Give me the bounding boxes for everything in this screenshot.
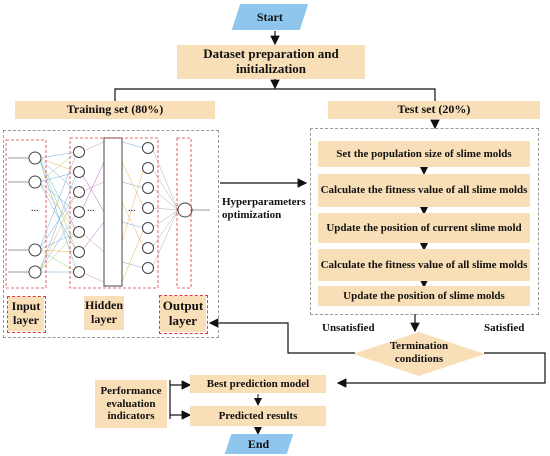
satisfied-label: Satisfied bbox=[484, 322, 525, 334]
arrow-satisfied bbox=[336, 352, 546, 388]
termination-diamond bbox=[353, 332, 485, 376]
step-1: Set the population size of slime molds bbox=[318, 141, 530, 167]
nn-ellipsis-hidden1: ... bbox=[87, 203, 95, 214]
neural-network-panel bbox=[3, 130, 219, 338]
test-set-box: Test set (20%) bbox=[328, 101, 540, 119]
termination-label: Termination conditions bbox=[389, 340, 449, 366]
nn-ellipsis-input: ... bbox=[31, 203, 39, 214]
training-set-box: Training set (80%) bbox=[15, 101, 215, 119]
output-layer-label: Output layer bbox=[160, 296, 206, 332]
slime-mold-steps-panel bbox=[310, 128, 539, 315]
input-layer-label: Input layer bbox=[8, 297, 44, 331]
predicted-results-box: Predicted results bbox=[190, 406, 326, 426]
start-node: Start bbox=[231, 4, 309, 30]
hidden-layer-label: Hidden layer bbox=[84, 296, 124, 330]
step-5: Update the position of slime molds bbox=[318, 286, 530, 306]
arrow-unsatisfied bbox=[208, 318, 355, 354]
best-prediction-model-box: Best prediction model bbox=[190, 375, 326, 393]
step-4: Calculate the fitness value of all slime… bbox=[318, 249, 530, 281]
performance-indicators-box: Performance evaluation indicators bbox=[95, 380, 167, 428]
end-label: End bbox=[248, 436, 270, 451]
start-label: Start bbox=[257, 9, 283, 24]
nn-ellipsis-hidden2: ... bbox=[128, 203, 136, 214]
split-line bbox=[114, 88, 436, 102]
end-node: End bbox=[224, 434, 294, 454]
step-2: Calculate the fitness value of all slime… bbox=[318, 174, 530, 207]
step-3: Update the position of current slime mol… bbox=[318, 213, 530, 243]
neural-network-diagram bbox=[5, 137, 210, 289]
dataset-preparation-box: Dataset preparation and initialization bbox=[177, 45, 365, 79]
hyperparameters-label: Hyperparameters optimization bbox=[222, 196, 306, 222]
unsatisfied-label: Unsatisfied bbox=[322, 322, 375, 334]
